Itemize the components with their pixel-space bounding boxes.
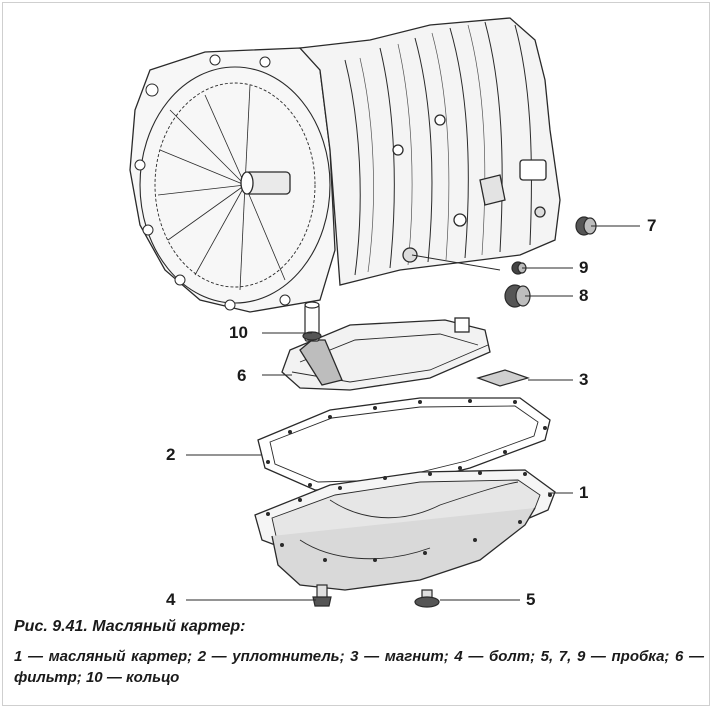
leader-lines — [186, 225, 640, 601]
callout-3: 3 — [579, 370, 589, 389]
callout-7: 7 — [647, 216, 657, 235]
callout-1: 1 — [579, 483, 589, 502]
filter-6 — [281, 317, 491, 391]
ring-10 — [302, 301, 322, 342]
figure-caption: Рис. 9.41. Масляный картер: 1 — масляный… — [14, 618, 704, 688]
callout-6: 6 — [237, 366, 247, 385]
exploded-view-drawing — [129, 17, 640, 608]
callout-10: 10 — [229, 323, 248, 342]
callout-2: 2 — [166, 445, 176, 464]
caption-legend: 1 — масляный картер; 2 — уплотнитель; 3 … — [14, 648, 704, 686]
transmission-housing — [129, 17, 561, 313]
plug-8 — [504, 284, 531, 308]
callout-9: 9 — [579, 258, 589, 277]
callout-5: 5 — [526, 590, 536, 609]
oil-pan-1 — [254, 469, 556, 591]
bolt-4 — [312, 584, 332, 607]
callout-4: 4 — [166, 590, 176, 609]
plug-5 — [414, 589, 440, 608]
caption-title: Рис. 9.41. Масляный картер: — [14, 618, 246, 635]
callout-8: 8 — [579, 286, 589, 305]
magnet-3 — [476, 369, 530, 387]
